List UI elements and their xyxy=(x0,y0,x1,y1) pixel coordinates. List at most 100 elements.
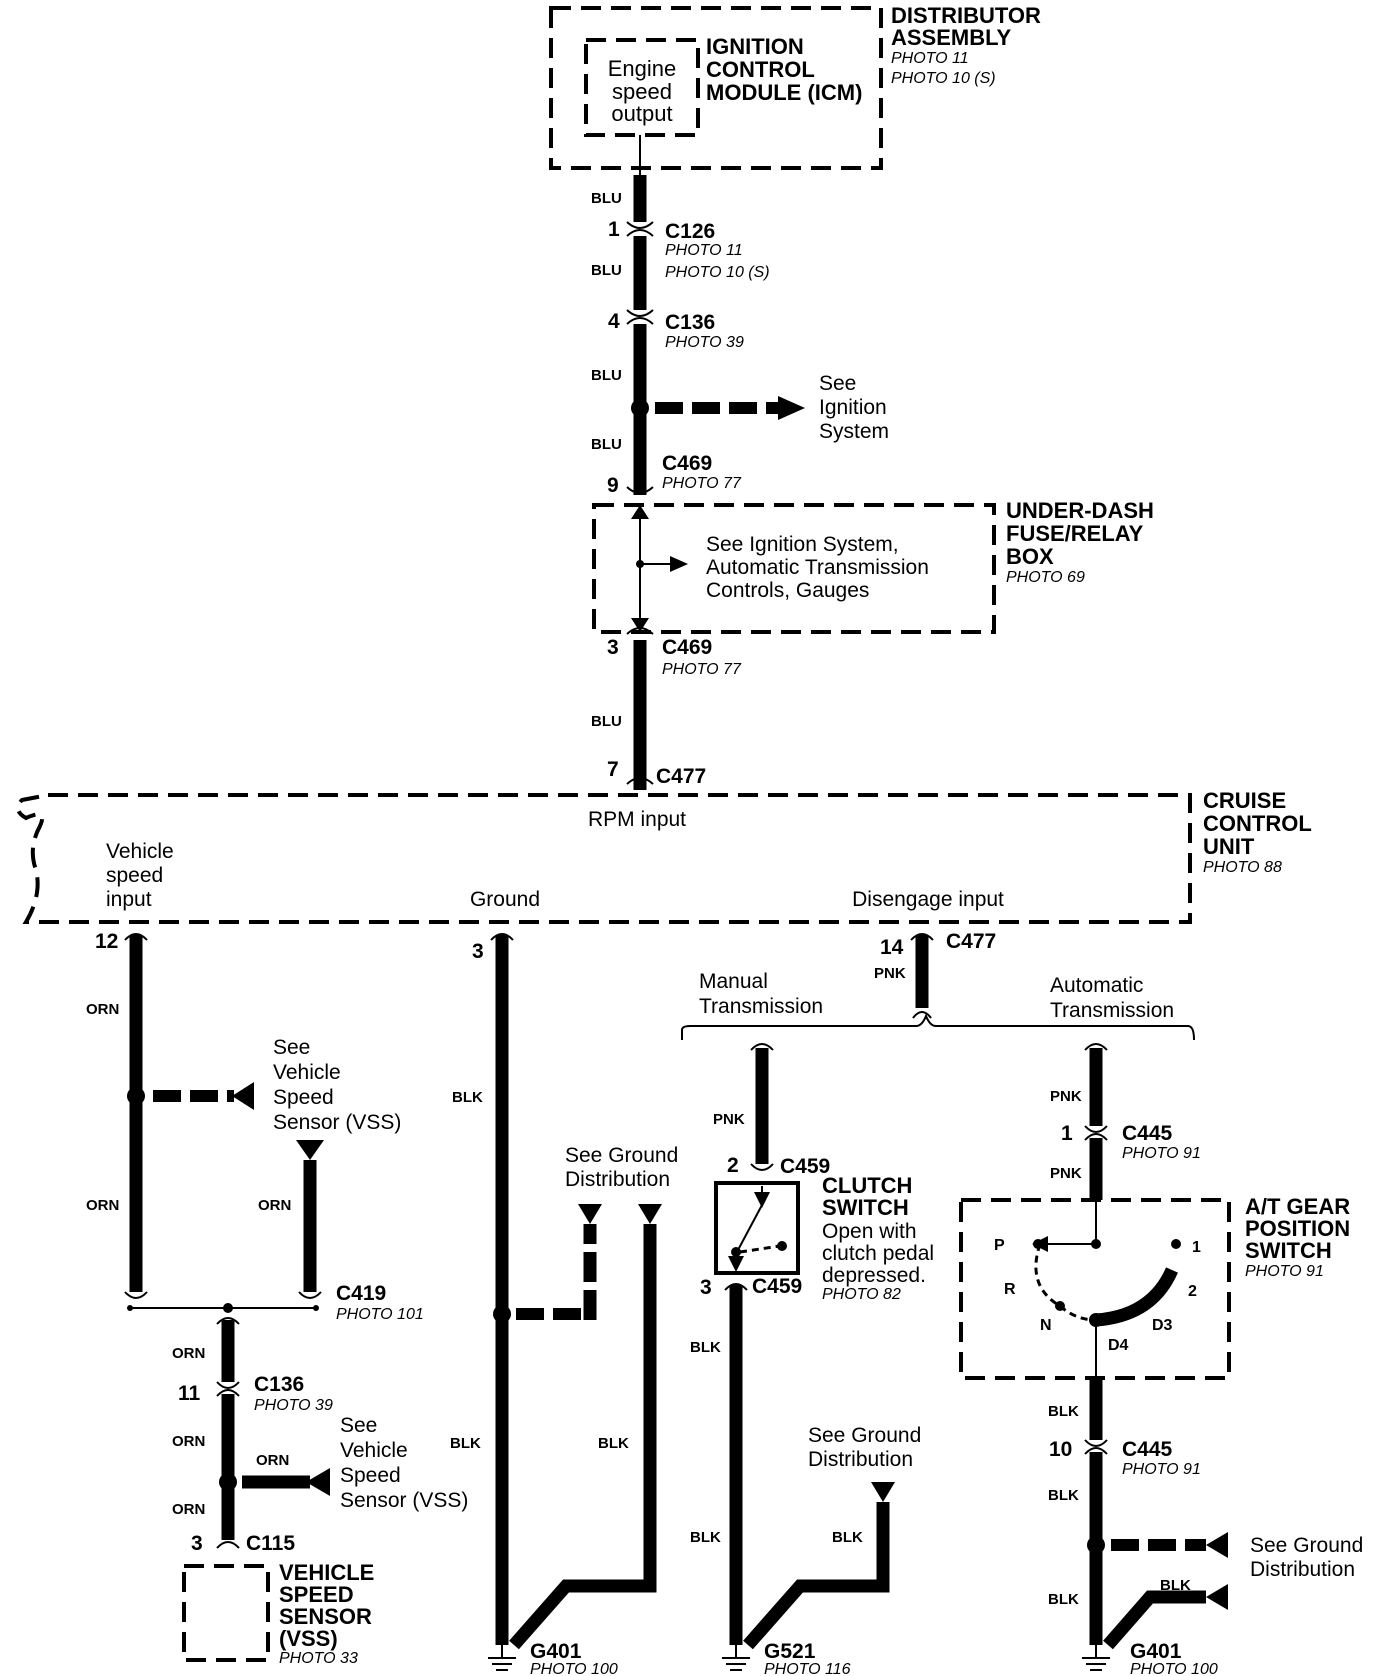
gear-1: 1 xyxy=(1192,1239,1201,1256)
clutch-switch xyxy=(714,1181,800,1275)
gear-2: 2 xyxy=(1188,1283,1197,1300)
cruise-pin-12: 12 xyxy=(95,930,118,953)
pnk-wire-disengage xyxy=(681,933,1195,1200)
manual-trans-line2: Transmission xyxy=(699,995,823,1018)
wire-color-blk-9: BLK xyxy=(1048,1591,1079,1608)
vss-input-line2: speed xyxy=(106,864,163,887)
vss-name-line1: VEHICLE xyxy=(279,1560,374,1585)
c115-id: C115 xyxy=(246,1532,295,1555)
wire-color-blk-3: BLK xyxy=(598,1435,629,1452)
gear-r: R xyxy=(1004,1281,1016,1298)
c136-bottom-photo: PHOTO 39 xyxy=(254,1397,333,1414)
wire-color-blu-4: BLU xyxy=(591,436,622,453)
wire-color-blk-2: BLK xyxy=(450,1435,481,1452)
c419-id: C419 xyxy=(336,1282,386,1305)
c419-photo: PHOTO 101 xyxy=(336,1306,424,1323)
see-vss-bottom-line3: Speed xyxy=(340,1464,401,1487)
see-vss-top-line3: Speed xyxy=(273,1086,334,1109)
distributor-name-line1: DISTRIBUTOR xyxy=(891,3,1041,28)
gear-p: P xyxy=(994,1237,1005,1254)
fuse-box-photo: PHOTO 69 xyxy=(1006,569,1085,586)
vss-name-line3: SENSOR xyxy=(279,1604,372,1629)
wire-color-orn-5: ORN xyxy=(172,1433,205,1450)
see-ground-1-line2: Distribution xyxy=(565,1168,670,1191)
vehicle-speed-sensor xyxy=(182,1564,270,1662)
c445-bottom-photo: PHOTO 91 xyxy=(1122,1461,1201,1478)
see-vss-bottom-line2: Vehicle xyxy=(340,1439,408,1462)
icm-pin-line2: speed xyxy=(612,79,672,104)
c136-top-pin: 4 xyxy=(608,310,620,333)
orn-wire-vss xyxy=(124,933,330,1549)
c136-bottom-id: C136 xyxy=(254,1373,304,1396)
distributor-photo-1: PHOTO 11 xyxy=(891,50,969,67)
c477-disengage-id: C477 xyxy=(946,930,996,953)
icm-name-line3: MODULE (ICM) xyxy=(706,80,862,105)
wire-color-orn-1: ORN xyxy=(86,1001,119,1018)
wire-color-pnk-4: PNK xyxy=(1050,1165,1082,1182)
clutch-photo: PHOTO 82 xyxy=(822,1286,901,1303)
c136-top-photo: PHOTO 39 xyxy=(665,334,744,351)
wire-color-blk-4: BLK xyxy=(690,1339,721,1356)
g401-left-id: G401 xyxy=(530,1640,582,1663)
wire-color-orn-7: ORN xyxy=(172,1501,205,1518)
see-vss-bottom-line4: Sensor (VSS) xyxy=(340,1489,468,1512)
g521-photo: PHOTO 116 xyxy=(764,1661,851,1676)
wire-color-blu-3: BLU xyxy=(591,367,622,384)
at-switch-name-line2: POSITION xyxy=(1245,1216,1350,1241)
c459-top-id: C459 xyxy=(780,1155,830,1178)
c459-top-pin: 2 xyxy=(727,1154,739,1177)
see-ground-3-line1: See Ground xyxy=(1250,1534,1363,1557)
see-ignition-line3: System xyxy=(819,420,889,443)
under-dash-fuse-relay-box: See Ignition System, Automatic Transmiss… xyxy=(592,503,996,634)
distributor-assembly: Engine speed output IGNITION CONTROL MOD… xyxy=(549,3,1041,170)
see-ground-2-line2: Distribution xyxy=(808,1448,913,1471)
wire-color-orn-6: ORN xyxy=(256,1452,289,1469)
c126-photo-1: PHOTO 11 xyxy=(665,242,743,259)
vss-input-line1: Vehicle xyxy=(106,840,174,863)
see-vss-top-line4: Sensor (VSS) xyxy=(273,1111,401,1134)
fuse-box-note-line1: See Ignition System, xyxy=(706,533,899,556)
wire-color-blk-7: BLK xyxy=(1048,1403,1079,1420)
icm-pin-line3: output xyxy=(611,101,672,126)
see-vss-bottom-line1: See xyxy=(340,1414,377,1437)
clutch-desc-line3: depressed. xyxy=(822,1264,926,1287)
cruise-photo: PHOTO 88 xyxy=(1203,859,1282,876)
c477-rpm-pin: 7 xyxy=(607,758,619,781)
vss-photo: PHOTO 33 xyxy=(279,1650,358,1667)
distributor-photo-2: PHOTO 10 (S) xyxy=(891,70,996,87)
fuse-box-name-line3: BOX xyxy=(1006,544,1054,569)
c469-bottom-id: C469 xyxy=(662,636,712,659)
c126-id: C126 xyxy=(665,220,715,243)
icm-pin-line1: Engine xyxy=(608,56,677,81)
icm-name-line2: CONTROL xyxy=(706,57,815,82)
c445-bottom-id: C445 xyxy=(1122,1438,1173,1461)
clutch-name-line2: SWITCH xyxy=(822,1195,909,1220)
icm-name-line1: IGNITION xyxy=(706,34,804,59)
ground-input-label: Ground xyxy=(470,888,540,911)
wire-color-orn-2: ORN xyxy=(86,1197,119,1214)
g401-right-id: G401 xyxy=(1130,1640,1182,1663)
wire-color-blu-2: BLU xyxy=(591,262,622,279)
fuse-box-note-line3: Controls, Gauges xyxy=(706,579,869,602)
clutch-desc-line2: clutch pedal xyxy=(822,1242,934,1265)
wire-color-pnk-1: PNK xyxy=(874,965,906,982)
gear-d4: D4 xyxy=(1108,1337,1129,1354)
fuse-box-note-line2: Automatic Transmission xyxy=(706,556,929,579)
c469-bottom-photo: PHOTO 77 xyxy=(662,661,742,678)
auto-trans-line1: Automatic xyxy=(1050,974,1143,997)
cruise-control-unit: RPM input Vehicle speed input Ground Dis… xyxy=(15,793,1192,924)
c115-pin: 3 xyxy=(191,1532,203,1555)
wire-color-pnk-2: PNK xyxy=(713,1111,745,1128)
auto-trans-line2: Transmission xyxy=(1050,999,1174,1022)
c126-photo-2: PHOTO 10 (S) xyxy=(665,264,770,281)
cruise-name-line2: CONTROL xyxy=(1203,811,1312,836)
vss-name-line4: (VSS) xyxy=(279,1626,338,1651)
c445-top-id: C445 xyxy=(1122,1122,1173,1145)
c469-top-id: C469 xyxy=(662,452,712,475)
see-ignition-line1: See xyxy=(819,372,856,395)
wire-color-blk-8: BLK xyxy=(1048,1487,1079,1504)
c445-bottom-pin: 10 xyxy=(1049,1438,1072,1461)
see-ground-2-line1: See Ground xyxy=(808,1424,921,1447)
blk-wire-ground-g521 xyxy=(722,1283,895,1671)
